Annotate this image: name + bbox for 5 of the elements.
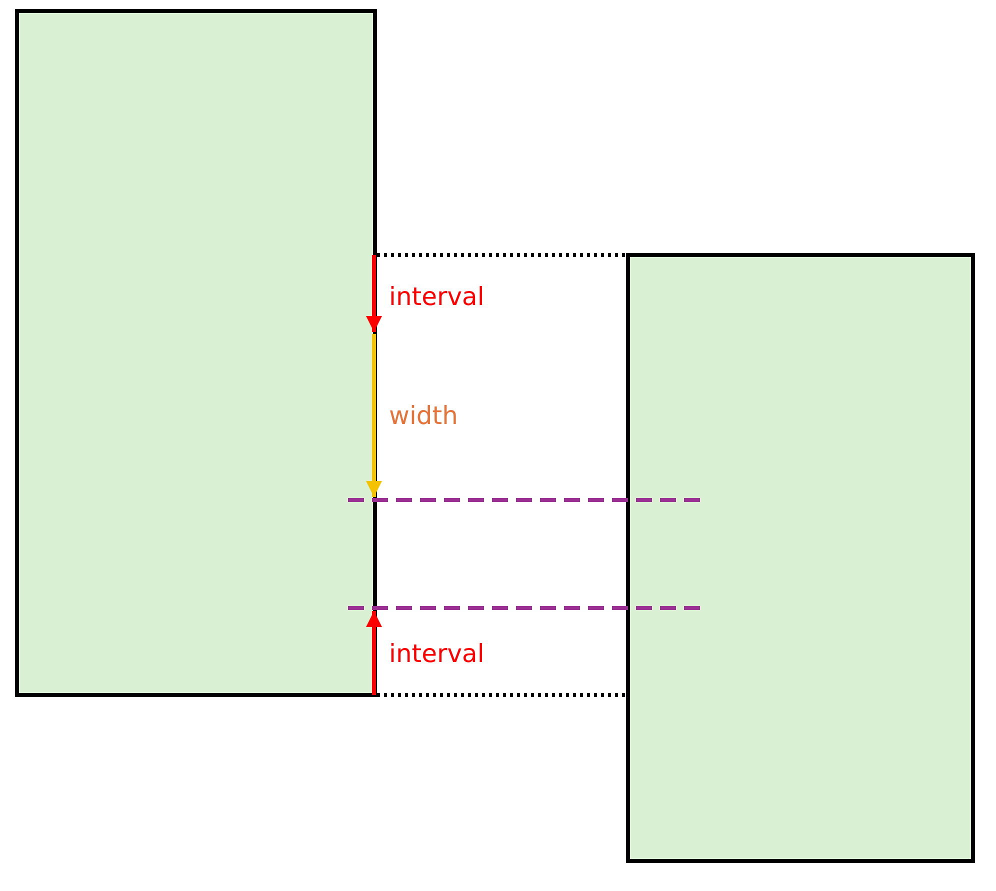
dimension-label: width <box>389 403 458 428</box>
dimension-label: interval <box>389 641 484 666</box>
rectangle <box>15 9 377 697</box>
rectangle <box>626 253 975 863</box>
dimension-label: interval <box>389 284 484 309</box>
